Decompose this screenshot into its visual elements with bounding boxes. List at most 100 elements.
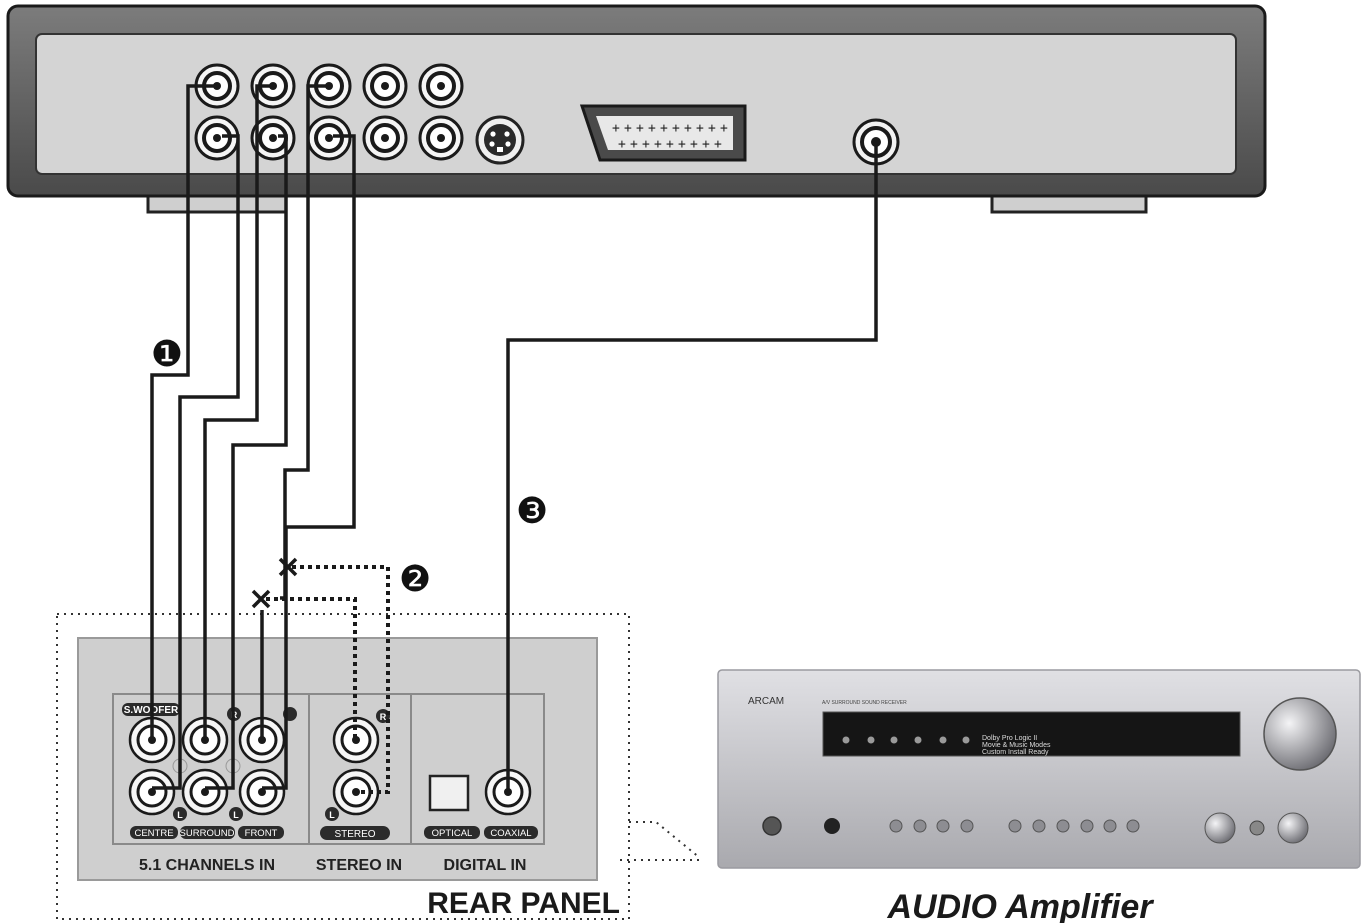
amp-model-line: A/V SURROUND SOUND RECEIVER — [822, 700, 907, 706]
rca-jack-icon — [362, 63, 408, 109]
cable-swoofer — [150, 84, 215, 740]
section-label-stereo: STEREO IN — [316, 857, 402, 874]
amp-volume-knob[interactable] — [1263, 697, 1337, 771]
amp-mode-button[interactable] — [962, 736, 970, 744]
amp-source-button[interactable] — [889, 819, 903, 833]
amp-left-knob[interactable] — [1204, 812, 1236, 844]
scart-connector-icon: +++++++++++++++++++ — [579, 104, 747, 162]
cable-surround-l — [205, 134, 288, 790]
svg-text:+: + — [660, 121, 668, 136]
amp-rear-panel: S.WOOFER R L L R L CENTRE SURROUND FRONT… — [56, 613, 701, 920]
rca-jack-icon — [250, 115, 296, 161]
cables — [150, 84, 878, 792]
svg-text:+: + — [654, 137, 662, 152]
section-label-51: 5.1 CHANNELS IN — [139, 857, 275, 874]
zoom-callout-line — [629, 821, 701, 859]
rear-panel-title: REAR PANEL — [427, 887, 620, 920]
rca-jack-icon — [362, 115, 408, 161]
amp-source-button[interactable] — [1080, 819, 1094, 833]
svg-text:+: + — [672, 121, 680, 136]
amp-right-knob[interactable] — [1277, 812, 1309, 844]
rca-jack-icon — [306, 63, 352, 109]
player-rear-view: +++++++++++++++++++ — [6, 4, 1267, 214]
amp-display-line-2: Movie & Music Modes — [982, 742, 1051, 749]
label-coaxial: COAXIAL — [490, 828, 531, 839]
rca-jack-icon — [418, 115, 464, 161]
step-markers: ❶ ❷ ❸ — [151, 334, 548, 600]
amp-source-button[interactable] — [913, 819, 927, 833]
amp-source-button[interactable] — [936, 819, 950, 833]
svg-text:+: + — [708, 121, 716, 136]
label-surround: SURROUND — [180, 828, 235, 839]
section-label-digital: DIGITAL IN — [444, 857, 527, 874]
svg-text:+: + — [714, 137, 722, 152]
amp-mode-button[interactable] — [914, 736, 922, 744]
rear-panel-outline — [56, 613, 630, 920]
label-r-stereo: R — [380, 712, 387, 722]
amp-mode-button[interactable] — [939, 736, 947, 744]
amp-mode-button[interactable] — [867, 736, 875, 744]
rca-jack-icon — [306, 115, 352, 161]
cable-surround-r — [203, 84, 272, 740]
cables-stereo-alternative — [266, 565, 390, 794]
svg-text:+: + — [666, 137, 674, 152]
amp-body — [717, 669, 1361, 869]
amp-mode-button[interactable] — [890, 736, 898, 744]
svg-text:+: + — [696, 121, 704, 136]
svg-text:+: + — [678, 137, 686, 152]
label-l-stereo: L — [329, 810, 335, 820]
svg-text:+: + — [684, 121, 692, 136]
step-1-badge: ❶ — [151, 334, 183, 375]
svg-text:+: + — [618, 137, 626, 152]
cable-front-l — [262, 134, 356, 790]
cable-stereo-l-dotted — [292, 565, 390, 794]
svideo-connector-icon — [475, 115, 525, 165]
svg-text:+: + — [624, 121, 632, 136]
panel-rca-jack-icon — [181, 768, 229, 816]
amp-direct-button[interactable] — [1249, 820, 1265, 836]
amp-mode-button[interactable] — [842, 736, 850, 744]
amp-brand: ARCAM — [748, 696, 784, 707]
svg-text:+: + — [630, 137, 638, 152]
amp-source-button[interactable] — [1032, 819, 1046, 833]
amplifier-front: ARCAM A/V SURROUND SOUND RECEIVER Dolby … — [717, 669, 1361, 869]
cable-centre — [152, 134, 240, 790]
amp-source-button[interactable] — [960, 819, 974, 833]
step-3-badge: ❸ — [516, 491, 548, 532]
cable-stereo-r-dotted — [266, 597, 357, 740]
rca-jack-icon — [418, 63, 464, 109]
step-2-badge: ❷ — [399, 559, 431, 600]
amp-power-button[interactable] — [762, 816, 782, 836]
amp-source-button[interactable] — [1008, 819, 1022, 833]
amp-display-buttons — [842, 736, 970, 744]
label-stereo: STEREO — [334, 829, 375, 840]
svg-text:+: + — [690, 137, 698, 152]
player-audio-jacks — [194, 63, 464, 161]
svg-text:+: + — [702, 137, 710, 152]
panel-rca-jack-icon — [128, 768, 176, 816]
amp-display-line-3: Custom Install Ready — [982, 749, 1049, 756]
section-digital-box — [410, 693, 545, 845]
label-l-surround: L — [233, 810, 239, 820]
amp-headphone-jack — [824, 818, 840, 834]
svg-text:+: + — [612, 121, 620, 136]
amplifier-caption: AUDIO Amplifier — [886, 888, 1154, 923]
label-front: FRONT — [245, 828, 278, 839]
panel-rca-jack-icon — [238, 768, 286, 816]
amp-source-button[interactable] — [1056, 819, 1070, 833]
rca-jack-icon — [194, 115, 240, 161]
amp-display-line-1: Dolby Pro Logic II — [982, 735, 1037, 742]
amp-source-button[interactable] — [1126, 819, 1140, 833]
label-l-centre: L — [177, 810, 183, 820]
amp-source-buttons — [889, 819, 1140, 833]
amp-source-button[interactable] — [1103, 819, 1117, 833]
label-optical: OPTICAL — [432, 828, 473, 839]
panel-rca-jack-icon — [332, 716, 380, 764]
svg-text:+: + — [720, 121, 728, 136]
label-centre: CENTRE — [134, 828, 173, 839]
optical-input-icon — [428, 774, 470, 812]
cable-coaxial — [506, 142, 878, 792]
amp-display-window — [822, 711, 1241, 757]
svg-text:+: + — [642, 137, 650, 152]
